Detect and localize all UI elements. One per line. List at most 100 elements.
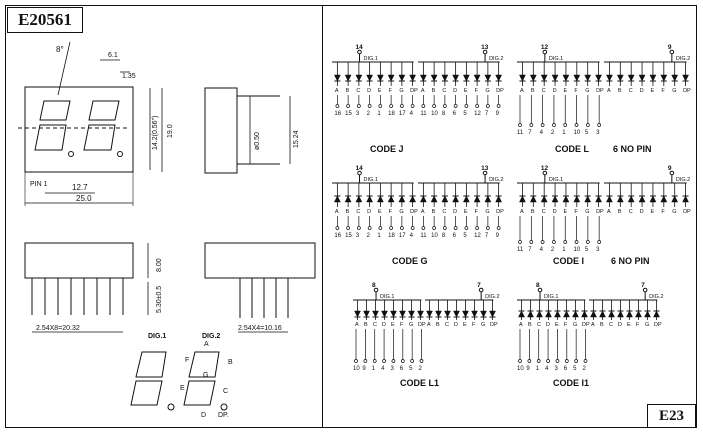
pin-circle bbox=[518, 359, 522, 363]
pin-circle bbox=[391, 359, 396, 363]
segment-label: DP bbox=[496, 209, 504, 215]
segment-label: A bbox=[355, 322, 359, 328]
digit-label: DIG.2 bbox=[649, 294, 663, 300]
common-pin-circle bbox=[482, 49, 488, 55]
led-diode bbox=[409, 74, 417, 82]
segment-label: A bbox=[421, 209, 425, 215]
pin-number: 10 bbox=[353, 366, 360, 372]
pin-number: 17 bbox=[399, 233, 406, 239]
pin-circle bbox=[421, 104, 426, 108]
segment-label: D bbox=[454, 322, 458, 328]
pin-circle bbox=[363, 359, 368, 363]
common-pin-number: 9 bbox=[668, 165, 672, 172]
pin-number: 12 bbox=[474, 233, 481, 239]
led-diode bbox=[660, 195, 668, 203]
segment-label: D bbox=[618, 322, 622, 328]
led-diode bbox=[441, 74, 449, 82]
pin-number: 2 bbox=[419, 366, 423, 372]
led-diode bbox=[376, 74, 384, 82]
pin-number: 6 bbox=[564, 366, 568, 372]
led-diode bbox=[398, 74, 406, 82]
led-diode bbox=[355, 74, 363, 82]
led-diode bbox=[387, 195, 395, 203]
led-diode bbox=[638, 195, 646, 203]
pin-circle bbox=[410, 226, 415, 230]
seg-d-label: D bbox=[201, 412, 206, 419]
pin-circle bbox=[432, 104, 436, 108]
common-pin-number: 8 bbox=[536, 282, 540, 289]
segment-label: C bbox=[373, 322, 377, 328]
led-diode bbox=[419, 74, 427, 82]
pin-circle bbox=[529, 123, 534, 127]
pin-number: 10 bbox=[431, 111, 438, 117]
code-label: CODE I bbox=[553, 256, 584, 266]
led-diode bbox=[333, 195, 341, 203]
pin-circle bbox=[518, 123, 522, 127]
pin-circle bbox=[335, 104, 340, 108]
segment-label: F bbox=[574, 209, 578, 215]
pin-circle bbox=[357, 226, 361, 230]
dig2-key-label: DIG.2 bbox=[202, 333, 220, 340]
pin-circle bbox=[564, 359, 569, 363]
common-pin-circle bbox=[357, 49, 362, 55]
pin1-label: PIN 1 bbox=[30, 181, 48, 188]
pin-number: 4 bbox=[540, 130, 544, 136]
segment-label: A bbox=[520, 88, 524, 94]
seg-c-label: C bbox=[223, 388, 228, 395]
pin-circle bbox=[389, 104, 393, 108]
segment-label: B bbox=[346, 209, 350, 215]
led-diode bbox=[480, 310, 487, 318]
segment-label: A bbox=[335, 88, 339, 94]
led-diode bbox=[473, 195, 481, 203]
led-diode bbox=[551, 74, 559, 82]
pin-circle bbox=[574, 359, 579, 363]
segment-label: C bbox=[442, 209, 446, 215]
pin-number: 9 bbox=[496, 111, 500, 117]
segment-label: B bbox=[600, 322, 604, 328]
segment-label: B bbox=[618, 209, 622, 215]
pin-circle bbox=[354, 359, 358, 363]
pitch-label: 12.7 bbox=[72, 183, 88, 192]
pin-circle bbox=[552, 240, 556, 244]
segment-label: B bbox=[531, 209, 535, 215]
led-diode bbox=[363, 310, 370, 318]
segment-label: D bbox=[546, 322, 550, 328]
right-panel bbox=[322, 5, 697, 428]
segment-label: E bbox=[650, 209, 654, 215]
segment-label: G bbox=[585, 88, 589, 94]
led-diode bbox=[540, 195, 548, 203]
no-pin-note: 6 NO PIN bbox=[611, 256, 650, 266]
digit-label: DIG.2 bbox=[489, 56, 503, 62]
pin-circle bbox=[555, 359, 560, 363]
led-diode bbox=[462, 310, 469, 318]
led-diode bbox=[562, 74, 570, 82]
pin-circle bbox=[453, 104, 458, 108]
segment-label: B bbox=[531, 88, 535, 94]
segment-label: DP bbox=[490, 322, 498, 328]
pin-number: 7 bbox=[528, 130, 532, 136]
segment-label: E bbox=[563, 88, 567, 94]
common-pin-number: 13 bbox=[481, 165, 489, 172]
common-pin-number: 8 bbox=[372, 282, 376, 289]
pin-number: 5 bbox=[585, 130, 589, 136]
dig1-key-label: DIG.1 bbox=[148, 333, 166, 340]
segment-label: G bbox=[399, 209, 403, 215]
pin-number: 2 bbox=[367, 233, 371, 239]
seg-e-label: E bbox=[180, 385, 185, 392]
pin-number: 6 bbox=[453, 111, 457, 117]
slant-line bbox=[57, 41, 71, 96]
led-diode bbox=[595, 195, 602, 203]
segment-label: E bbox=[464, 209, 468, 215]
led-diode bbox=[484, 74, 492, 82]
segment-label: E bbox=[378, 88, 382, 94]
led-diode bbox=[444, 310, 451, 318]
led-diode bbox=[430, 195, 438, 203]
segment-label: E bbox=[650, 88, 654, 94]
led-diode bbox=[519, 74, 526, 82]
common-pin-number: 12 bbox=[541, 44, 549, 51]
angle-label: 8° bbox=[56, 45, 64, 54]
digit-label: DIG.2 bbox=[676, 177, 690, 183]
segment-label: C bbox=[356, 88, 360, 94]
led-diode bbox=[626, 310, 633, 318]
pin-circle bbox=[475, 226, 479, 230]
